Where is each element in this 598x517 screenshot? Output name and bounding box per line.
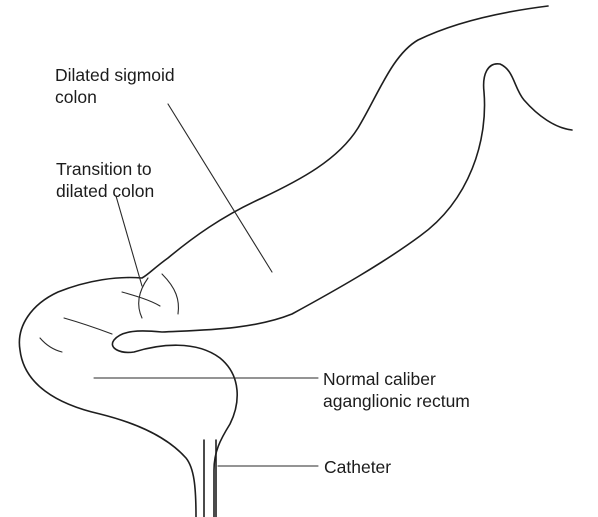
label-aganglionic-rectum: Normal caliber aganglionic rectum [323, 368, 470, 412]
sigmoid-leader-line [168, 104, 272, 272]
label-sigmoid-line-2: colon [55, 86, 175, 108]
label-catheter: Catheter [324, 456, 391, 478]
transition-crease-2 [162, 274, 178, 314]
label-transition-line-2: dilated colon [56, 180, 154, 202]
label-rectum-line-2: aganglionic rectum [323, 390, 470, 412]
label-dilated-sigmoid-colon: Dilated sigmoid colon [55, 64, 175, 108]
label-transition-line-1: Transition to [56, 158, 154, 180]
transition-crease-3 [122, 292, 160, 306]
label-sigmoid-line-1: Dilated sigmoid [55, 64, 175, 86]
label-catheter-line-1: Catheter [324, 456, 391, 478]
rectum-crease-1 [64, 318, 112, 334]
label-rectum-line-1: Normal caliber [323, 368, 470, 390]
colon-inner-outline [112, 64, 572, 517]
label-transition-to-dilated-colon: Transition to dilated colon [56, 158, 154, 202]
transition-leader-line [116, 196, 142, 286]
rectum-crease-2 [40, 338, 62, 352]
